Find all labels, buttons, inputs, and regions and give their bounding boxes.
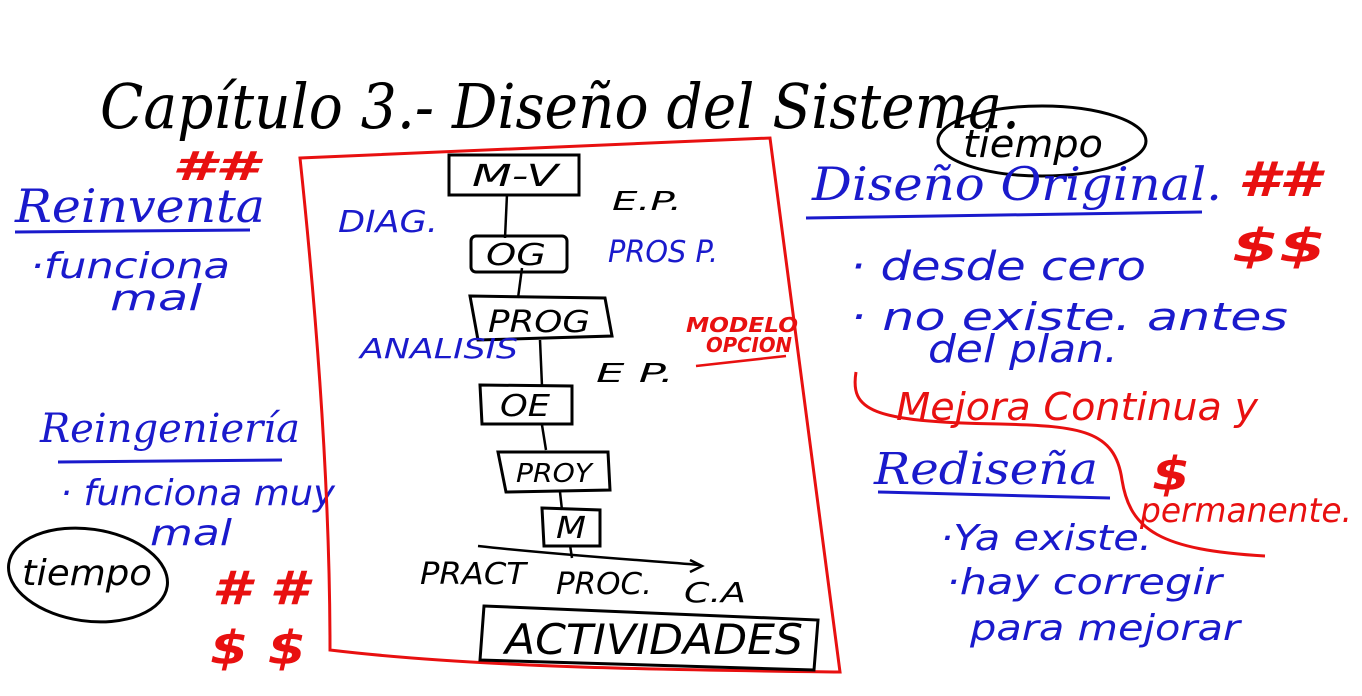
- reingenieria-bullet-line2: mal: [150, 513, 232, 554]
- flow-box-m: M: [540, 506, 602, 548]
- chapter-title: Capítulo 3.- Diseño del Sistema.: [100, 70, 1020, 143]
- left-marks-row2: $ $: [210, 621, 306, 675]
- mejora-line1: Mejora Continua y: [896, 385, 1259, 429]
- label-analisis: ANALISIS: [358, 332, 518, 365]
- diseno-original-title: Diseño Original.: [811, 157, 1222, 211]
- flow-box-oe: OE: [478, 383, 574, 426]
- flow-box-m-label: M: [556, 511, 586, 546]
- tiempo-bubble-left: tiempo: [7, 526, 169, 624]
- tiempo-bubble-top-label: tiempo: [963, 122, 1103, 166]
- redisena-section: Rediseña $ ·Ya existe. ·hay corregir par…: [873, 444, 1243, 649]
- flow-red-frame: [298, 136, 842, 674]
- diseno-original-section: Diseño Original. ## $$ · desde cero · no…: [805, 152, 1326, 371]
- mejora-continua-section: Mejora Continua y permanente.: [853, 371, 1352, 558]
- reingenieria-title: Reingeniería: [39, 406, 300, 452]
- label-modelo-line1: MODELO: [686, 313, 798, 337]
- diseno-original-marks-row1: ##: [1238, 152, 1326, 208]
- reinventa-section: ## Reinventa ·funciona mal: [14, 144, 265, 319]
- label-ep-top: E.P.: [612, 187, 682, 217]
- redisena-bullet1: ·Ya existe.: [940, 518, 1152, 559]
- flow-box-mv: M-V: [447, 153, 581, 197]
- diseno-original-bullet1: · desde cero: [850, 244, 1146, 290]
- label-ep-mid: E P.: [596, 359, 674, 389]
- reingenieria-section: Reingeniería · funciona muy mal: [39, 406, 336, 554]
- label-modelo-underline: [695, 354, 787, 368]
- reingenieria-bullet-line1: · funciona muy: [60, 473, 336, 514]
- reinventa-bullet-line1: ·funciona: [30, 246, 230, 287]
- flow-box-proy-label: PROY: [516, 459, 594, 489]
- flow-box-proy: PROY: [496, 450, 612, 494]
- reinventa-title: Reinventa: [14, 179, 265, 233]
- tiempo-bubble-left-label: tiempo: [22, 553, 152, 594]
- flow-box-oe-label: OE: [500, 389, 550, 424]
- redisena-underline: [877, 490, 1111, 500]
- mejora-line2: permanente.: [1139, 491, 1352, 531]
- flow-box-mv-label: M-V: [472, 159, 562, 194]
- diseno-original-marks-row2: $$: [1232, 219, 1326, 273]
- reinventa-underline: [14, 228, 251, 234]
- reingenieria-underline: [57, 458, 283, 464]
- diseno-original-underline: [805, 210, 1203, 220]
- redisena-bullet2-line1: ·hay corregir: [946, 562, 1225, 603]
- label-proc: PROC.: [556, 567, 652, 602]
- flow-box-og-label: OG: [486, 238, 546, 273]
- redisena-mark: $: [1152, 447, 1190, 501]
- label-ca: C.A: [684, 576, 746, 609]
- reinventa-marks: ##: [172, 144, 264, 190]
- mejora-bracket: [853, 371, 1266, 558]
- flow-box-prog-label: PROG: [488, 305, 590, 340]
- label-prosp: PROS P.: [608, 235, 718, 270]
- label-modelo-line2: OPCION: [706, 333, 792, 357]
- flow-box-prog: PROG: [468, 294, 614, 342]
- reinventa-bullet-line2: mal: [110, 278, 202, 319]
- flow-box-og: OG: [469, 234, 569, 274]
- actividades-label: ACTIVIDADES: [502, 615, 803, 664]
- label-pract: PRACT: [420, 557, 529, 592]
- diseno-original-bullet2-line2: del plan.: [928, 327, 1118, 371]
- redisena-bullet2-line2: para mejorar: [969, 608, 1243, 649]
- diseno-original-bullet2-line1: · no existe. antes: [850, 295, 1288, 339]
- left-marks-row1: # #: [212, 561, 313, 615]
- actividades-box: ACTIVIDADES: [478, 604, 820, 672]
- tiempo-bubble-top: tiempo: [936, 104, 1148, 178]
- label-diag: DIAG.: [338, 205, 438, 240]
- redisena-title: Rediseña: [873, 444, 1098, 495]
